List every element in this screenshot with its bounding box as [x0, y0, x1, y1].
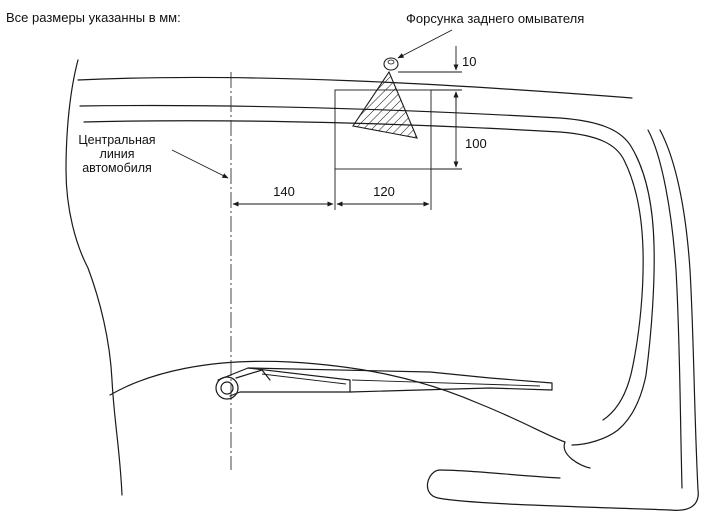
nozzle-leader	[397, 29, 453, 59]
dim-nozzle-gap: 10	[462, 54, 476, 69]
spray-triangle	[352, 70, 418, 139]
dim-zone-width: 120	[373, 184, 395, 199]
dim-offset-from-center: 140	[273, 184, 295, 199]
horizontal-dimensions	[232, 169, 432, 210]
washer-nozzle-icon	[383, 57, 399, 71]
units-note: Все размеры указанны в мм:	[6, 10, 181, 25]
dim-zone-height: 100	[465, 136, 487, 151]
vertical-dimensions	[398, 46, 462, 170]
rear-wiper	[215, 367, 553, 400]
centerline-label-line2: линия	[100, 147, 135, 161]
centerline-label-line1: Центральная	[78, 133, 155, 147]
centerline-leader	[171, 149, 229, 179]
centerline-label-line3: автомобиля	[82, 161, 152, 175]
nozzle-label: Форсунка заднего омывателя	[406, 11, 584, 26]
